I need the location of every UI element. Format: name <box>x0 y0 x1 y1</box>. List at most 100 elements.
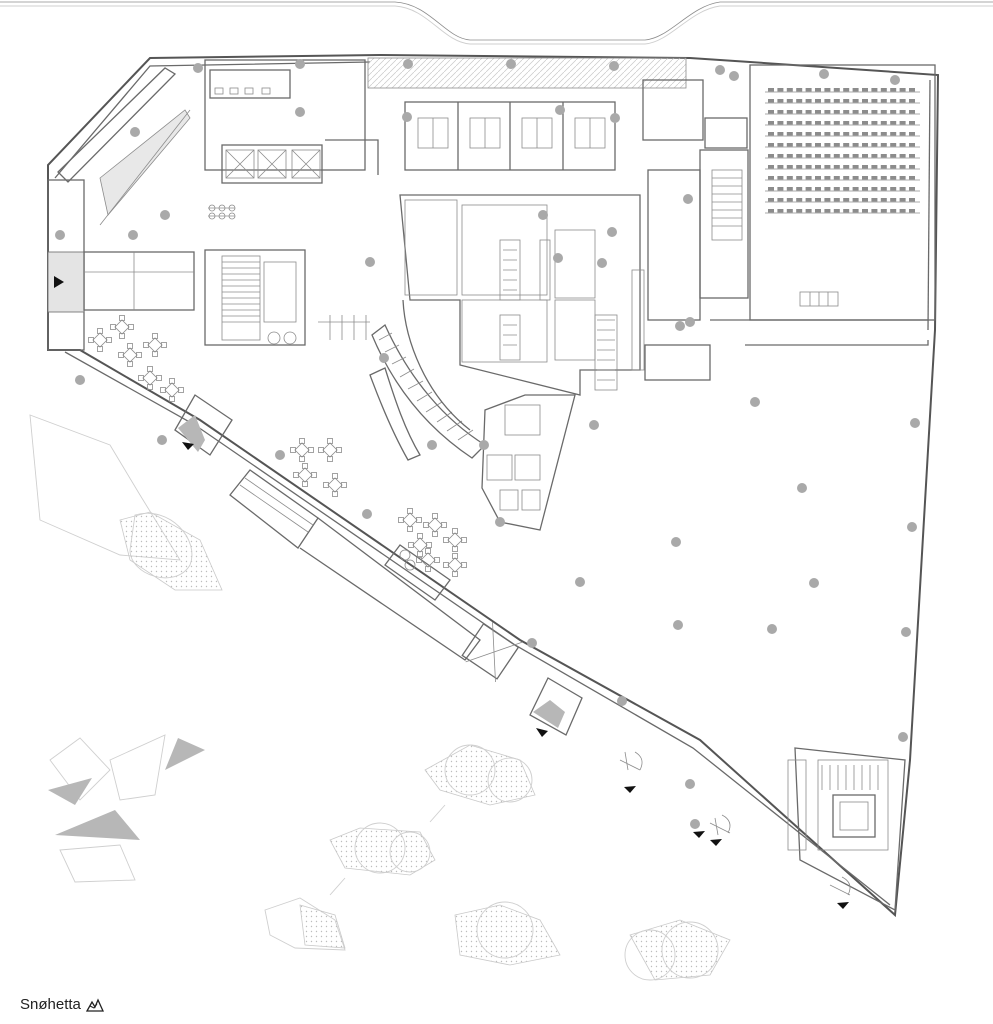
seat <box>871 99 878 103</box>
table <box>142 370 158 386</box>
chair <box>302 463 308 469</box>
column <box>673 620 683 630</box>
seat <box>777 99 784 103</box>
column <box>907 522 917 532</box>
chair <box>156 375 162 381</box>
cafe-table <box>118 343 142 367</box>
seat <box>833 209 840 213</box>
stair-core-east <box>699 117 749 299</box>
seat <box>815 143 821 147</box>
seat <box>909 165 915 169</box>
seat <box>843 209 850 213</box>
chair <box>178 387 184 393</box>
chair <box>290 447 296 453</box>
seat <box>796 132 803 136</box>
seat <box>768 165 774 169</box>
column <box>675 321 685 331</box>
column <box>157 435 167 445</box>
cafe-table <box>318 438 342 462</box>
chair <box>127 343 133 349</box>
seat <box>833 110 840 114</box>
cafe-table <box>408 533 432 557</box>
seat <box>786 121 793 125</box>
seat <box>777 154 784 158</box>
chair <box>452 528 458 534</box>
seat <box>768 154 774 158</box>
chair <box>332 491 338 497</box>
seat <box>909 132 915 136</box>
column <box>379 353 389 363</box>
seat <box>909 121 915 125</box>
seat <box>824 88 831 92</box>
reception-desk <box>369 367 421 461</box>
diagonal-facade <box>229 469 523 682</box>
column <box>671 537 681 547</box>
column <box>589 420 599 430</box>
column <box>160 210 170 220</box>
column <box>479 440 489 450</box>
seat <box>909 154 915 158</box>
seat <box>786 132 793 136</box>
seat <box>909 143 915 147</box>
seat <box>833 187 840 191</box>
seat <box>871 143 878 147</box>
seat <box>899 143 906 147</box>
chair <box>160 387 166 393</box>
seat <box>815 187 821 191</box>
column <box>506 59 516 69</box>
mountain-logo-icon <box>85 997 104 1012</box>
seat <box>880 209 887 213</box>
chair <box>118 352 124 358</box>
seat <box>899 187 906 191</box>
seat <box>843 198 850 202</box>
seat <box>777 110 784 114</box>
seat <box>871 165 878 169</box>
chair <box>318 447 324 453</box>
seat <box>852 143 859 147</box>
credit-text: Snøhetta <box>20 996 81 1013</box>
cafe-table <box>293 463 317 487</box>
chair <box>143 342 149 348</box>
cafe-table <box>323 473 347 497</box>
seat <box>777 198 784 202</box>
cafe-table <box>160 378 184 402</box>
seat <box>768 88 774 92</box>
column <box>685 779 695 789</box>
chair <box>119 315 125 321</box>
seat <box>880 99 887 103</box>
seat <box>852 165 859 169</box>
seat <box>786 110 793 114</box>
seat <box>824 99 831 103</box>
seat <box>777 187 784 191</box>
seat <box>768 132 774 136</box>
seat <box>805 110 812 114</box>
seat <box>843 154 850 158</box>
seat <box>880 88 887 92</box>
table <box>114 319 130 335</box>
seat <box>805 88 812 92</box>
restroom-block <box>399 194 645 396</box>
seat <box>909 88 915 92</box>
chair <box>434 557 440 563</box>
seat <box>786 143 793 147</box>
seat <box>899 88 906 92</box>
seat <box>871 198 878 202</box>
column <box>538 210 548 220</box>
seat <box>890 121 897 125</box>
skylight-band <box>367 57 687 89</box>
south-doors <box>619 751 851 909</box>
chair <box>416 517 422 523</box>
seat <box>899 132 906 136</box>
seat <box>786 209 793 213</box>
seat <box>768 198 774 202</box>
seat <box>843 176 850 180</box>
column <box>128 230 138 240</box>
seat <box>880 176 887 180</box>
chair <box>452 553 458 559</box>
chair <box>441 522 447 528</box>
seat <box>805 99 812 103</box>
column <box>275 450 285 460</box>
seat <box>899 121 906 125</box>
seat <box>862 176 868 180</box>
column <box>495 517 505 527</box>
